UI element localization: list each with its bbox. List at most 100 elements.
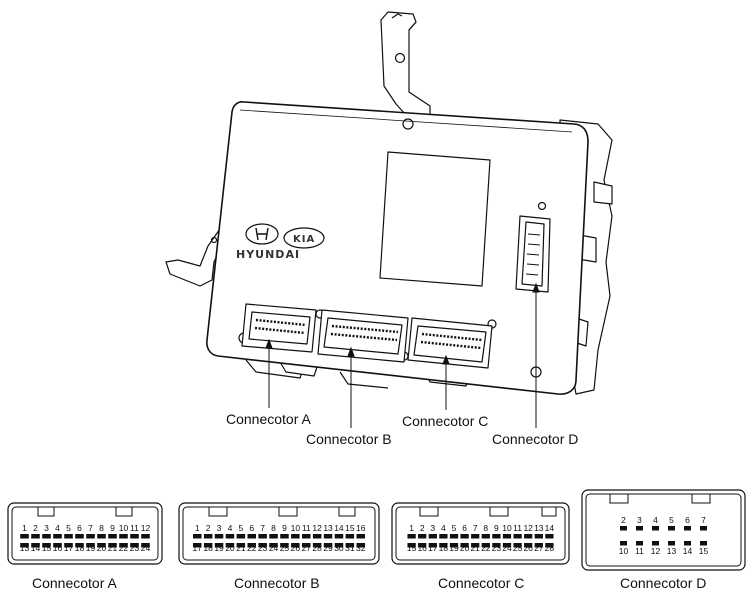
pin-number: 10: [291, 523, 301, 533]
pin-number: 5: [452, 523, 457, 533]
pin-number: 11: [513, 523, 522, 533]
pin-number: 21: [236, 543, 246, 553]
pin-number: 14: [334, 523, 344, 533]
pin-number: 24: [141, 543, 151, 553]
pin-pad: [334, 543, 344, 548]
pin-number: 19: [214, 543, 224, 553]
pin-number: 26: [291, 543, 301, 553]
pin-pad: [513, 543, 522, 548]
hyundai-logo-icon: [245, 223, 279, 245]
pin-pad: [323, 534, 333, 539]
pin-number: 29: [323, 543, 333, 553]
pin-pad: [141, 534, 150, 539]
pin-pad: [668, 526, 675, 531]
pin-number: 1: [409, 523, 414, 533]
pin-number: 22: [247, 543, 257, 553]
pin-pad: [225, 543, 235, 548]
pin-number: 23: [130, 543, 140, 553]
module-illustration: [165, 11, 613, 395]
pin-number: 15: [42, 543, 52, 553]
pin-pad: [203, 543, 213, 548]
pin-pad: [192, 543, 202, 548]
pin-pad: [20, 543, 29, 548]
pin-number: 7: [701, 515, 706, 525]
pin-pad: [449, 543, 459, 548]
pin-number: 2: [206, 523, 211, 533]
pin-pad: [312, 534, 322, 539]
top-mounting-bracket: [380, 11, 431, 125]
pin-number: 4: [441, 523, 446, 533]
pin-number: 16: [53, 543, 63, 553]
pin-pad: [700, 541, 707, 546]
pin-number: 12: [523, 523, 533, 533]
pin-pad: [20, 534, 29, 539]
pin-pad: [652, 526, 659, 531]
connector-c-caption: Connecotor C: [438, 575, 524, 591]
pin-pad: [636, 541, 643, 546]
pin-number: 4: [228, 523, 233, 533]
pin-number: 23: [258, 543, 268, 553]
pin-number: 8: [99, 523, 104, 533]
pin-pad: [636, 526, 643, 531]
pin-pad: [684, 541, 691, 546]
pin-number: 13: [323, 523, 333, 533]
pin-pad: [684, 526, 691, 531]
pin-number: 2: [420, 523, 425, 533]
pin-pad: [323, 543, 333, 548]
pin-pad: [524, 534, 533, 539]
pin-pad: [192, 534, 202, 539]
connector-d-socket: [515, 215, 551, 293]
pin-pad: [345, 534, 355, 539]
pin-pad: [247, 543, 257, 548]
pin-pad: [356, 543, 366, 548]
pin-number: 24: [502, 543, 512, 553]
pin-number: 4: [55, 523, 60, 533]
pin-pad: [119, 534, 128, 539]
label-area: [379, 151, 491, 287]
pin-number: 8: [483, 523, 488, 533]
connector-a-caption: Connecotor A: [32, 575, 117, 591]
pin-pad: [492, 534, 501, 539]
pin-number: 5: [238, 523, 243, 533]
pin-pad: [502, 543, 512, 548]
pin-pad: [258, 543, 267, 548]
pin-pad: [97, 543, 106, 548]
pin-number: 3: [430, 523, 435, 533]
pin-pad: [502, 534, 512, 539]
connector-d-caption: Connecotor D: [620, 575, 706, 591]
pin-pad: [214, 543, 224, 548]
connector-c-socket: [407, 317, 493, 369]
pin-pad: [291, 543, 300, 548]
pin-number: 20: [225, 543, 235, 553]
pin-pad: [356, 534, 366, 539]
pin-pad: [86, 534, 95, 539]
pin-number: 14: [31, 543, 41, 553]
pin-pad: [301, 543, 311, 548]
pin-pad: [42, 543, 51, 548]
pin-pad: [481, 543, 490, 548]
connector-a-socket: [241, 303, 317, 353]
pin-number: 7: [88, 523, 93, 533]
pin-number: 21: [108, 543, 118, 553]
pin-pad: [534, 543, 543, 548]
pin-number: 11: [302, 523, 311, 533]
pin-number: 24: [269, 543, 279, 553]
pin-number: 12: [312, 523, 322, 533]
pin-number: 1: [195, 523, 200, 533]
pin-pad: [130, 543, 139, 548]
pin-number: 6: [685, 515, 690, 525]
pin-pad: [225, 534, 235, 539]
callout-label-c: Connecotor C: [402, 413, 488, 429]
pin-pad: [247, 534, 257, 539]
pin-number: 1: [22, 523, 27, 533]
pin-pad: [236, 534, 246, 539]
pin-pad: [524, 543, 533, 548]
connector-b-caption: Connecotor B: [234, 575, 320, 591]
pin-pad: [97, 534, 106, 539]
pin-number: 28: [545, 543, 555, 553]
pin-number: 2: [33, 523, 38, 533]
pin-pad: [86, 543, 95, 548]
pin-number: 15: [345, 523, 355, 533]
pin-pad: [652, 541, 659, 546]
